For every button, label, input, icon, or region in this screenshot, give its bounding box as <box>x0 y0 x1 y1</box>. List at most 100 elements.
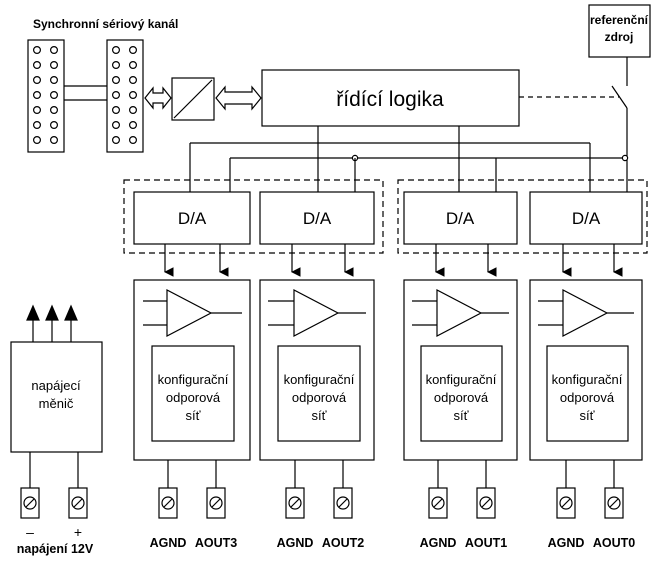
connector-pin <box>129 45 138 54</box>
da-block-0 <box>529 191 643 245</box>
isolator-block <box>171 77 215 121</box>
screw-terminal-icon <box>604 487 624 519</box>
connector-pin <box>111 60 120 69</box>
connector-pin <box>49 120 58 129</box>
reference-label-line1: referenční <box>590 13 649 27</box>
agnd-label-0: AGND <box>548 536 585 550</box>
amplifier-icon <box>293 289 340 337</box>
serial-channel-title: Synchronní sériový kanál <box>33 17 178 31</box>
power-converter-label-line2: měnič <box>39 396 74 411</box>
network-label-line1: konfigurační <box>426 372 497 387</box>
screw-terminal-icon <box>476 487 496 519</box>
channel-0 <box>529 279 643 461</box>
power-converter <box>10 304 103 488</box>
network-label-line1: konfigurační <box>284 372 355 387</box>
connector-pin <box>129 105 138 114</box>
connector-pin <box>111 120 120 129</box>
da-block-1 <box>403 191 518 245</box>
screw-terminal-icon <box>68 487 88 519</box>
terminal-blocks <box>20 487 624 519</box>
amplifier-icon <box>166 289 213 337</box>
da-label-2: D/A <box>303 209 332 228</box>
bus-arrow-right <box>215 85 262 111</box>
connector-pin <box>129 136 138 145</box>
control-logic-block <box>261 69 520 127</box>
power-converter-label-line1: napájecí <box>31 378 81 393</box>
connector-pin <box>111 105 120 114</box>
power-output-arrow <box>26 304 40 321</box>
agnd-label-3: AGND <box>150 536 187 550</box>
aout2-label: AOUT2 <box>322 536 364 550</box>
agnd-label-2: AGND <box>277 536 314 550</box>
connector-pin <box>32 136 41 145</box>
connector-pin <box>129 60 138 69</box>
da-label-3: D/A <box>178 209 207 228</box>
da-block-2 <box>259 191 375 245</box>
connector-pin <box>49 60 58 69</box>
reference-label-line2: zdroj <box>605 30 634 44</box>
network-label-line2: odporová <box>292 390 347 405</box>
network-label-line1: konfigurační <box>552 372 623 387</box>
connector-pins <box>32 45 138 145</box>
connector-pin <box>129 75 138 84</box>
da-group-right <box>397 179 648 254</box>
bus-arrow-left <box>144 86 172 110</box>
connector-pin <box>32 120 41 129</box>
connector-pin <box>32 45 41 54</box>
screw-terminal-icon <box>428 487 448 519</box>
da-label-1: D/A <box>446 209 475 228</box>
connector-pin <box>49 45 58 54</box>
control-logic-label: řídící logika <box>336 88 444 111</box>
minus-terminal-label: – <box>26 524 34 540</box>
da-block-3 <box>133 191 251 245</box>
screw-terminal-icon <box>158 487 178 519</box>
da-label-0: D/A <box>572 209 601 228</box>
bus-node-right <box>621 154 629 162</box>
agnd-label-1: AGND <box>420 536 457 550</box>
plus-terminal-label: + <box>74 524 82 540</box>
screw-terminal-icon <box>333 487 353 519</box>
channel-2 <box>259 279 375 461</box>
connector-pin <box>49 136 58 145</box>
connector-pin <box>111 75 120 84</box>
connector-pin <box>111 90 120 99</box>
connector-pin <box>49 75 58 84</box>
power-output-arrow <box>45 304 59 321</box>
screw-terminal-icon <box>285 487 305 519</box>
connector-pin <box>32 105 41 114</box>
aout1-label: AOUT1 <box>465 536 507 550</box>
connector-pin <box>32 60 41 69</box>
supply-label: napájení 12V <box>17 542 94 556</box>
amplifier-icon <box>562 289 609 337</box>
network-label-line2: odporová <box>166 390 221 405</box>
reference-source-block <box>588 4 651 58</box>
connector-pin <box>49 90 58 99</box>
aout3-label: AOUT3 <box>195 536 237 550</box>
connector-pin <box>49 105 58 114</box>
network-label-line3: síť <box>454 408 469 423</box>
resistor-network-block <box>151 345 235 442</box>
connector-pin <box>111 136 120 145</box>
resistor-network-block <box>277 345 361 442</box>
power-output-arrow <box>64 304 78 321</box>
output-leads <box>167 460 615 488</box>
connector-pin <box>32 90 41 99</box>
channel-3 <box>133 279 251 461</box>
resistor-network-block <box>546 345 629 442</box>
da-group-left <box>123 179 384 254</box>
resistor-network-block <box>420 345 503 442</box>
network-label-line3: síť <box>186 408 201 423</box>
screw-terminal-icon <box>20 487 40 519</box>
reference-switch <box>611 85 628 109</box>
connector-pin <box>129 120 138 129</box>
network-label-line1: konfigurační <box>158 372 229 387</box>
network-label-line2: odporová <box>434 390 489 405</box>
aout0-label: AOUT0 <box>593 536 635 550</box>
channel-1 <box>403 279 518 461</box>
connector-pin <box>32 75 41 84</box>
network-label-line3: síť <box>312 408 327 423</box>
connector-pin <box>111 45 120 54</box>
connector-pin <box>129 90 138 99</box>
da-arrows <box>164 244 623 277</box>
